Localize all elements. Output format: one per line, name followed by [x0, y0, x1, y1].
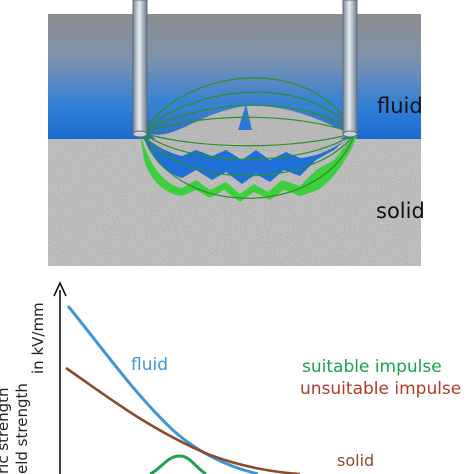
solid-curve-label: solid	[337, 451, 375, 470]
suitable-impulse-curve	[149, 454, 207, 474]
y-axis-unit-label: in kV/mm	[29, 302, 47, 374]
fluid-region-label: fluid	[377, 94, 423, 118]
left-electrode	[132, 0, 148, 135]
y-axis-label-line-2: eld strength	[13, 383, 31, 474]
fluid-curve-label: fluid	[131, 355, 168, 375]
suitable-impulse-label: suitable impulse	[302, 357, 442, 377]
right-electrode	[342, 0, 358, 135]
field-lines	[142, 77, 356, 199]
discharge-channel	[140, 133, 358, 202]
solid-curve	[65, 366, 301, 474]
y-axis-arrow	[53, 281, 67, 297]
unsuitable-impulse-label: unsuitable impulse	[300, 379, 462, 399]
solid-region-label: solid	[376, 199, 425, 223]
y-axis-label-line-1: ric strength	[0, 387, 12, 474]
fluid-curve	[66, 305, 259, 474]
